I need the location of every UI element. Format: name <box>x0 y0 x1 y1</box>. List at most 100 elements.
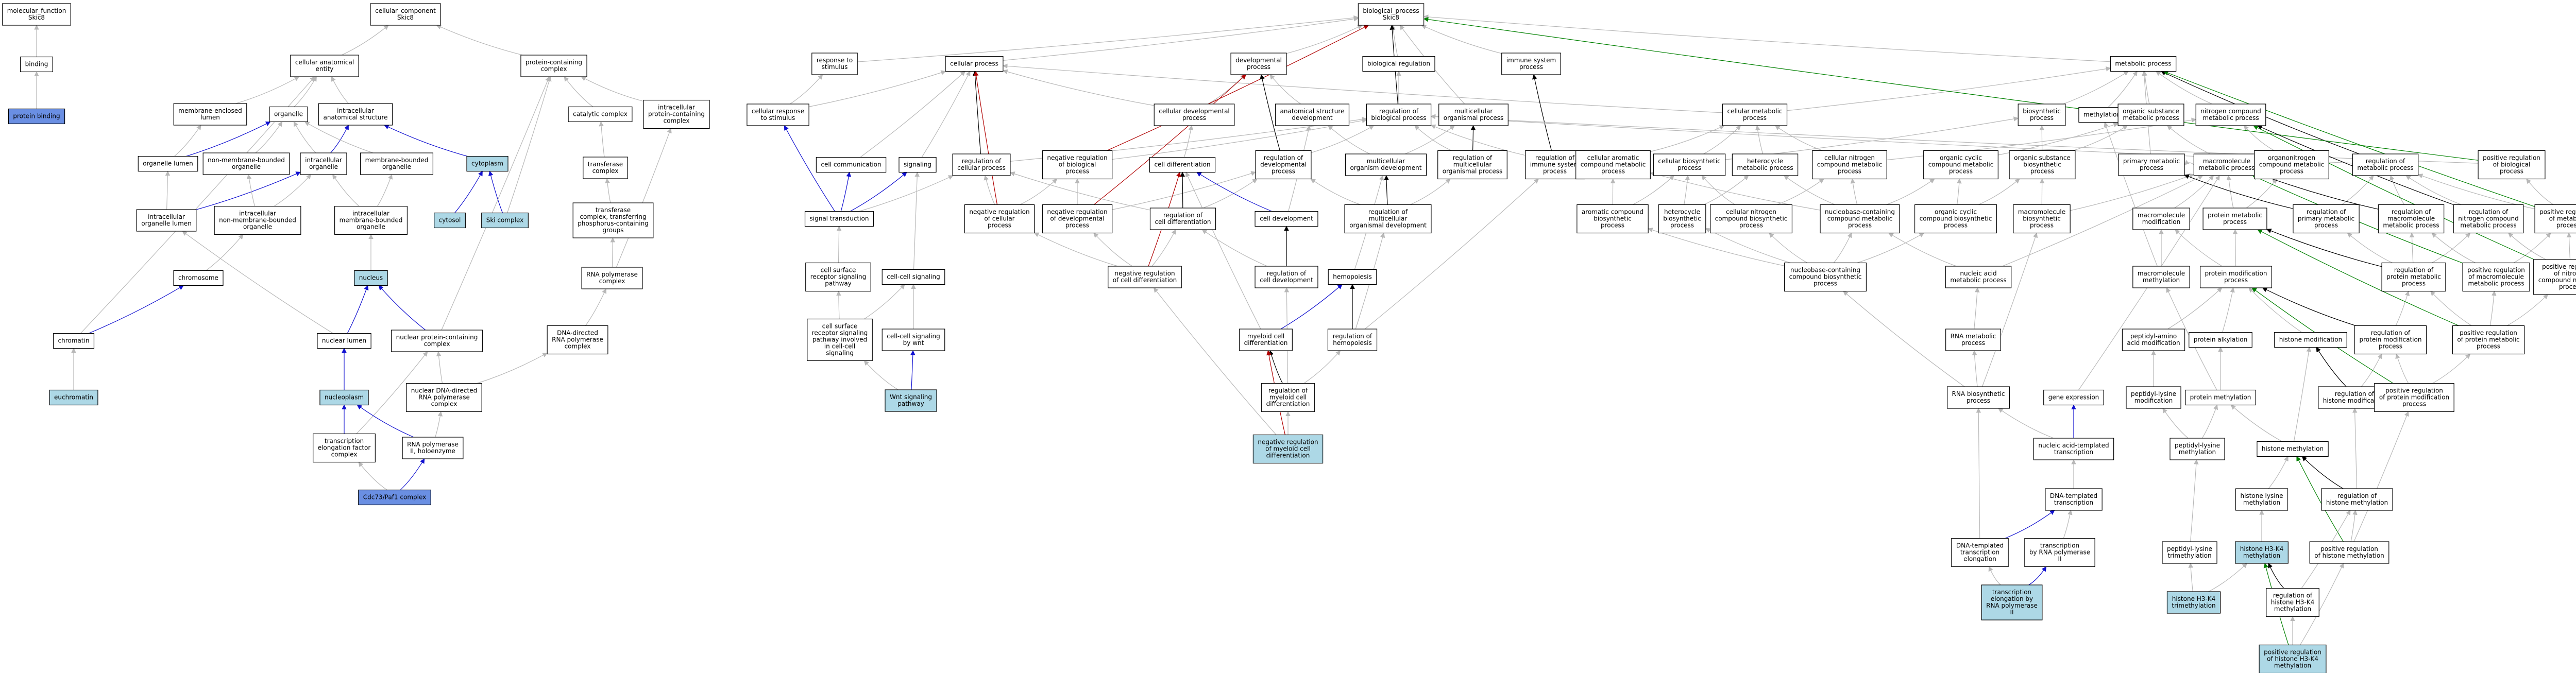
go-term-node-nucleoplasm[interactable]: nucleoplasm <box>319 389 369 406</box>
go-term-node-gene-expression[interactable]: gene expression <box>2043 389 2104 406</box>
go-term-node-catalytic-complex[interactable]: catalytic complex <box>568 106 633 123</box>
go-term-node-metabolic-process[interactable]: metabolic process <box>2110 56 2177 72</box>
go-term-node-chromosome[interactable]: chromosome <box>173 270 224 286</box>
go-term-node-cdc73-paf1-complex[interactable]: Cdc73/Paf1 complex <box>358 489 431 506</box>
go-term-node-cell-cell-signaling[interactable]: cell-cell signaling <box>882 269 945 285</box>
go-term-node-protein-methylation[interactable]: protein methylation <box>2185 389 2256 406</box>
go-term-node-cell-communication[interactable]: cell communication <box>816 157 887 173</box>
go-term-node-organelle[interactable]: organelle <box>269 106 308 123</box>
go-term-node-histone-methylation[interactable]: histone methylation <box>2257 441 2329 457</box>
go-term-node-chromatin[interactable]: chromatin <box>53 333 95 349</box>
go-term-node-protein-binding[interactable]: protein binding <box>8 108 65 125</box>
go-term-node-ski-complex[interactable]: Ski complex <box>481 212 529 229</box>
go-term-node-biological-regulation[interactable]: biological regulation <box>1362 56 1435 72</box>
go-term-node-cellular-process[interactable]: cellular process <box>945 56 1004 72</box>
go-term-node-nucleus[interactable]: nucleus <box>354 270 388 286</box>
go-term-node-cell-development[interactable]: cell development <box>1255 211 1318 227</box>
go-term-node-signaling[interactable]: signaling <box>899 157 937 173</box>
go-term-node-cytoplasm[interactable]: cytoplasm <box>466 156 509 172</box>
go-term-node-signal-transduction[interactable]: signal transduction <box>804 211 874 227</box>
go-term-node-cell-differentiation[interactable]: cell differentiation <box>1149 157 1216 173</box>
